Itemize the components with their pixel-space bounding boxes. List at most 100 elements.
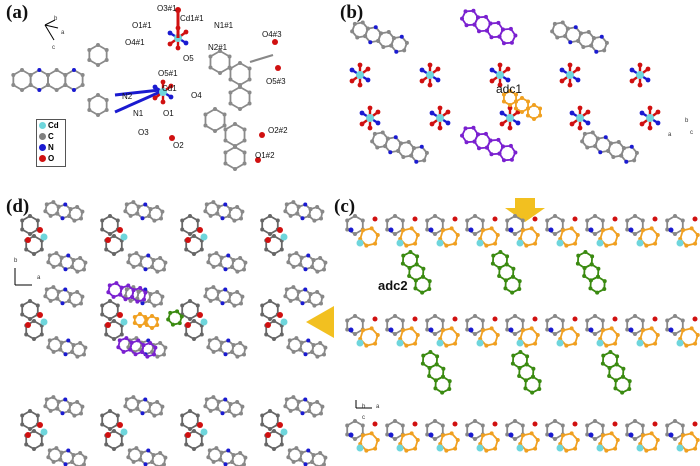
atom: [163, 455, 168, 460]
atom: [298, 347, 303, 352]
atom: [105, 237, 111, 243]
atom: [565, 26, 570, 31]
atom: [80, 404, 85, 409]
atom: [445, 120, 451, 126]
atom: [535, 233, 540, 238]
atom: [640, 218, 645, 223]
atom: [260, 218, 265, 223]
atom: [66, 338, 71, 343]
atom: [108, 232, 112, 236]
atom: [407, 265, 412, 270]
atom: [58, 262, 63, 267]
atom: [115, 413, 120, 418]
atom: [404, 243, 409, 248]
atom: [179, 314, 184, 319]
atom: [268, 232, 272, 236]
atom: [365, 77, 371, 83]
atom: [152, 84, 158, 90]
atom: [495, 333, 500, 338]
atom: [425, 327, 430, 332]
atom: [148, 340, 153, 345]
atom: [207, 338, 212, 343]
atom: [693, 446, 698, 451]
atom: [148, 292, 153, 297]
atom: [235, 269, 240, 274]
atom: [513, 33, 518, 38]
atom: [607, 373, 612, 378]
atom: [288, 408, 293, 413]
atom: [524, 362, 529, 367]
atom: [47, 253, 52, 258]
atom: [400, 318, 405, 323]
atom: [345, 218, 350, 223]
atom: [600, 423, 605, 428]
atom: [426, 71, 434, 79]
atom: [79, 411, 84, 416]
atom: [372, 131, 377, 136]
atom: [545, 432, 550, 437]
atom: [117, 227, 123, 233]
atom: [385, 432, 390, 437]
atom: [227, 299, 232, 304]
atom: [595, 136, 600, 141]
atom: [409, 431, 414, 436]
atom: [419, 67, 425, 73]
atom: [218, 49, 222, 53]
atom: [320, 209, 325, 214]
atom: [569, 431, 574, 436]
atom: [243, 260, 248, 265]
atom: [465, 423, 470, 428]
atom: [112, 337, 116, 341]
atom: [116, 345, 121, 350]
atom: [460, 133, 465, 138]
atom: [138, 312, 142, 316]
atom: [640, 423, 645, 428]
atom: [556, 239, 564, 247]
atom: [608, 350, 613, 355]
atom: [427, 287, 432, 292]
atom: [228, 207, 233, 212]
atom: [513, 419, 517, 423]
atom: [421, 266, 426, 271]
atom: [652, 421, 658, 427]
atom: [550, 29, 555, 34]
atom: [653, 446, 658, 451]
atom: [192, 252, 196, 256]
atom: [422, 158, 427, 163]
atom: [303, 462, 308, 466]
atom: [500, 27, 505, 32]
atom: [227, 214, 232, 219]
atom: [230, 265, 235, 270]
atom: [463, 9, 468, 14]
atom: [436, 444, 444, 452]
atom: [203, 404, 208, 409]
atom: [117, 422, 123, 428]
legend-item-c: C: [39, 132, 54, 141]
atom: [35, 218, 40, 223]
atom: [291, 349, 296, 354]
atom: [119, 285, 124, 290]
atom: [365, 66, 371, 72]
atom: [306, 338, 311, 343]
atom: [168, 310, 173, 315]
atom: [489, 67, 495, 73]
atom: [505, 218, 510, 223]
atom: [400, 218, 405, 223]
atom: [560, 328, 565, 333]
atom: [291, 285, 296, 290]
atom: [228, 402, 233, 407]
atom: [505, 318, 510, 323]
atom: [497, 82, 503, 88]
atom: [63, 352, 68, 357]
atom: [513, 99, 518, 104]
atom: [203, 112, 208, 117]
atom: [607, 365, 612, 370]
atom: [636, 339, 644, 347]
atom: [214, 251, 219, 256]
atom: [195, 218, 200, 223]
atom: [155, 399, 160, 404]
atom: [67, 409, 72, 414]
atom: [427, 365, 432, 370]
atom: [559, 67, 565, 73]
atom: [582, 265, 587, 270]
